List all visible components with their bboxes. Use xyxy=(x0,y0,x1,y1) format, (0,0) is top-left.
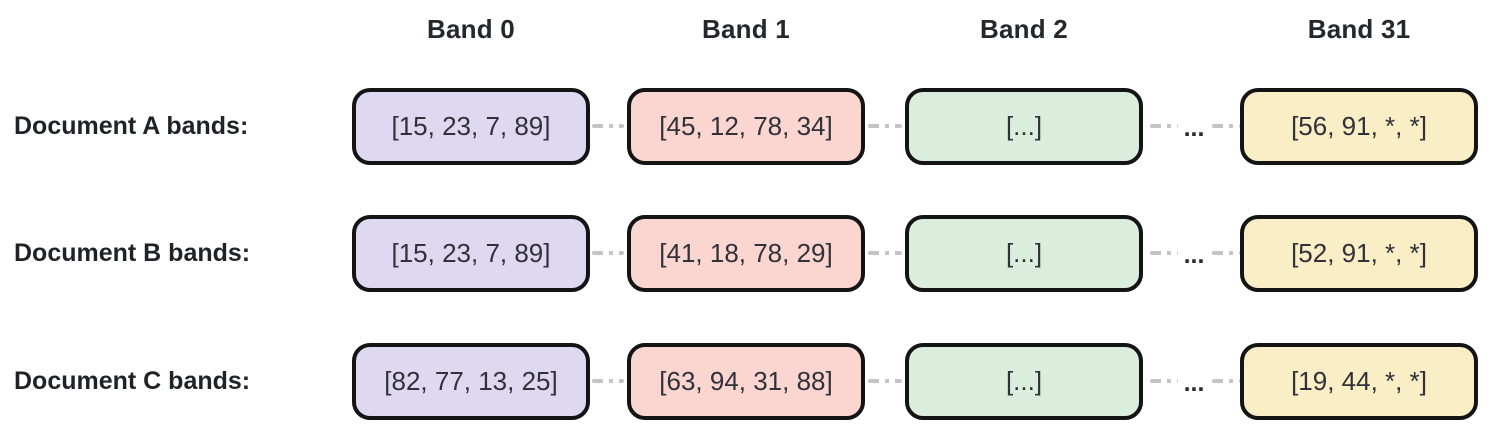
column-header-band-0: Band 0 xyxy=(427,14,515,44)
band-box: [19, 44, *, *] xyxy=(1240,343,1478,420)
band-box: [...] xyxy=(905,88,1143,165)
band-box: [15, 23, 7, 89] xyxy=(352,88,590,165)
dashed-connector xyxy=(1150,124,1178,128)
band-box: [15, 23, 7, 89] xyxy=(352,215,590,292)
row-label-document-c: Document C bands: xyxy=(14,367,251,395)
column-header-band-2: Band 2 xyxy=(980,14,1068,44)
ellipsis-text: ... xyxy=(1183,369,1205,397)
dashed-connector xyxy=(1150,379,1178,383)
dashed-connector xyxy=(592,251,624,255)
dashed-connector xyxy=(868,251,902,255)
ellipsis-text: ... xyxy=(1183,114,1205,142)
band-box: [45, 12, 78, 34] xyxy=(627,88,865,165)
dashed-connector xyxy=(1212,124,1240,128)
band-box: [41, 18, 78, 29] xyxy=(627,215,865,292)
dashed-connector xyxy=(868,124,902,128)
dashed-connector xyxy=(1212,251,1240,255)
dashed-connector xyxy=(1212,379,1240,383)
ellipsis-text: ... xyxy=(1183,241,1205,269)
dashed-connector xyxy=(592,124,624,128)
dashed-connector xyxy=(592,379,624,383)
band-box: [63, 94, 31, 88] xyxy=(627,343,865,420)
band-box: [56, 91, *, *] xyxy=(1240,88,1478,165)
column-header-band-1: Band 1 xyxy=(702,14,790,44)
column-header-band-31: Band 31 xyxy=(1307,14,1411,44)
row-label-document-b: Document B bands: xyxy=(14,239,251,267)
row-label-document-a: Document A bands: xyxy=(14,112,249,140)
band-box: [52, 91, *, *] xyxy=(1240,215,1478,292)
dashed-connector xyxy=(1150,251,1178,255)
band-box: [...] xyxy=(905,215,1143,292)
dashed-connector xyxy=(868,379,902,383)
band-box: [...] xyxy=(905,343,1143,420)
band-box: [82, 77, 13, 25] xyxy=(352,343,590,420)
